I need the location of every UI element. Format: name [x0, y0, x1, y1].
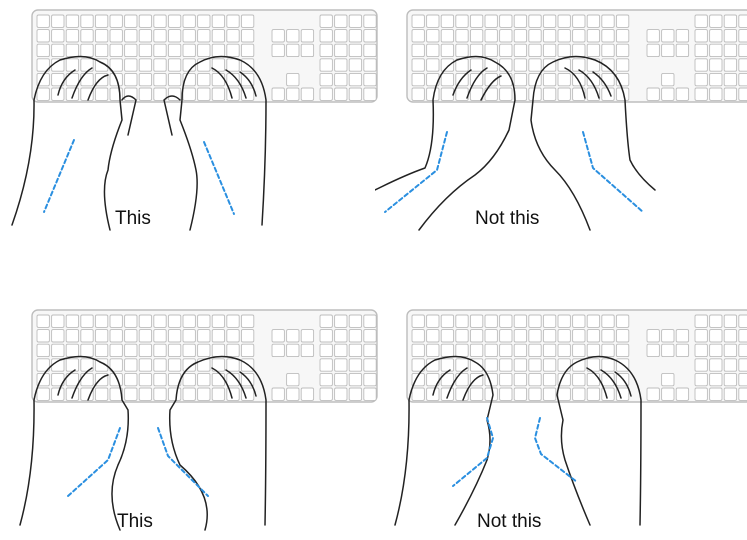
keyboard-hands-illustration: [375, 300, 747, 540]
panel-bottom-right: Not this: [375, 300, 745, 540]
posture-caption: Not this: [477, 511, 541, 533]
posture-caption: This: [115, 208, 151, 230]
wrist-alignment-guide: [68, 428, 208, 496]
keyboard-hands-illustration: [0, 0, 380, 240]
posture-caption: This: [117, 511, 153, 533]
keyboard-hands-illustration: [375, 0, 747, 240]
panel-bottom-left: This: [0, 300, 370, 540]
wrist-alignment-guide: [453, 418, 577, 486]
wrist-alignment-guide: [44, 140, 234, 214]
panel-top-right: Not this: [375, 0, 745, 240]
wrist-alignment-guide: [385, 132, 643, 212]
posture-caption: Not this: [475, 208, 539, 230]
keyboard-hands-illustration: [0, 300, 380, 540]
panel-top-left: This: [0, 0, 370, 240]
